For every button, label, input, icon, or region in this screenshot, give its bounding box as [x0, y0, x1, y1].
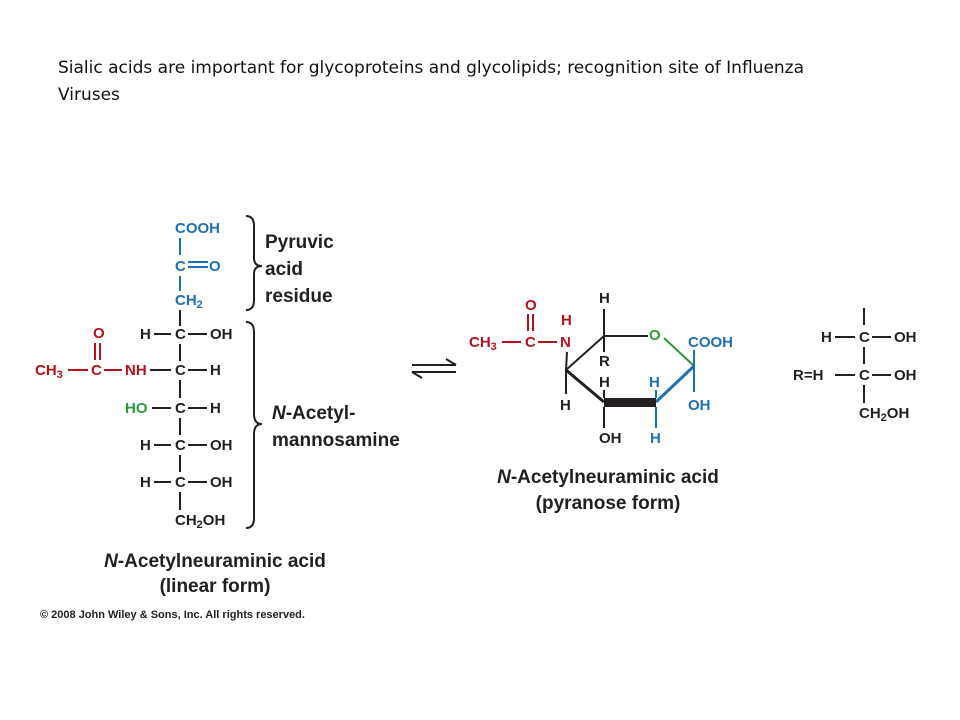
pyr-c4-oh: OH	[599, 430, 622, 447]
pyr-c5-h: H	[560, 397, 571, 414]
slide-caption: Sialic acids are important for glycoprot…	[58, 58, 805, 105]
pyr-c4-h: H	[599, 374, 610, 391]
nacetyl-brace	[245, 321, 263, 529]
pyranose-title: N-Acetylneuraminic acid	[497, 467, 719, 488]
linear-ch3: CH3	[35, 362, 63, 381]
rg-row1-oh: OH	[894, 329, 917, 346]
pyr-ring-c4-c5	[565, 368, 605, 404]
linear-row1-oh: OH	[210, 326, 233, 343]
linear-acetyl-o: O	[93, 325, 105, 342]
pyr-n: N	[560, 334, 571, 351]
linear-row5-c: C	[175, 474, 186, 491]
pyr-ring-bold-edge	[604, 398, 656, 407]
linear-keto-c: C	[175, 258, 186, 275]
rg-row2-c: C	[859, 367, 870, 384]
pyruvic-label-3: residue	[265, 286, 333, 307]
pyruvic-label-2: acid	[265, 259, 303, 280]
linear-row4-h: H	[140, 437, 151, 454]
pyr-nh-h: H	[561, 312, 572, 329]
pyr-ring-c2-c3	[654, 364, 696, 404]
copyright-notice: © 2008 John Wiley & Sons, Inc. All right…	[40, 609, 305, 621]
linear-row2-h: H	[210, 362, 221, 379]
linear-cooh: COOH	[175, 220, 220, 237]
r-group: H C OH R=H C OH CH2OH	[793, 308, 917, 424]
linear-row3-c: C	[175, 400, 186, 417]
linear-row1-h: H	[140, 326, 151, 343]
equilibrium-arrow-icon	[411, 358, 457, 379]
pyr-c2-oh: OH	[688, 397, 711, 414]
linear-row2-c: C	[175, 362, 186, 379]
pyr-cooh: COOH	[688, 334, 733, 351]
linear-keto-o: O	[209, 258, 221, 275]
pyranose-subtitle: (pyranose form)	[536, 493, 681, 514]
rg-row1-h: H	[821, 329, 832, 346]
rg-row1-c: C	[859, 329, 870, 346]
linear-row5-oh: OH	[210, 474, 233, 491]
pyr-c6-r: R	[599, 353, 610, 370]
pyr-ch3: CH3	[469, 334, 497, 353]
pyr-acetyl-c: C	[525, 334, 536, 351]
linear-row4-oh: OH	[210, 437, 233, 454]
linear-row1-c: C	[175, 326, 186, 343]
pyr-acetyl-o: O	[525, 297, 537, 314]
linear-nh: NH	[125, 362, 147, 379]
nacetyl-label-2: mannosamine	[272, 430, 400, 451]
linear-acetyl-c: C	[91, 362, 102, 379]
linear-row3-h: H	[210, 400, 221, 417]
pyr-ring-o: O	[649, 327, 661, 344]
linear-row5-h: H	[140, 474, 151, 491]
pyr-c3-h-bottom: H	[650, 430, 661, 447]
linear-ch2: CH2	[175, 292, 203, 311]
pyr-c6-h: H	[599, 290, 610, 307]
pyr-ring-c5-c6	[565, 335, 605, 371]
linear-row4-c: C	[175, 437, 186, 454]
rg-r-eq-h: R=H	[793, 367, 823, 384]
pyranose-form: O CH3 C H N O H R H OH H H H COOH	[469, 290, 733, 514]
pyr-ring-o-c2	[663, 337, 695, 367]
pyr-c3-h-top: H	[649, 374, 660, 391]
linear-row3-ho: HO	[125, 400, 148, 417]
linear-title: N-Acetylneuraminic acid	[104, 551, 326, 572]
rg-row2-oh: OH	[894, 367, 917, 384]
linear-ch2oh: CH2OH	[175, 512, 225, 531]
linear-subtitle: (linear form)	[160, 576, 271, 597]
pyruvic-brace	[245, 215, 263, 311]
pyruvic-label-1: Pyruvic	[265, 232, 334, 253]
nacetyl-label-1: N-Acetyl-	[272, 403, 355, 424]
linear-form: COOH C O CH2 H C OH O CH3 C NH C H HO	[35, 215, 400, 597]
rg-ch2oh: CH2OH	[859, 405, 909, 424]
pyr-bond-n-c5	[565, 351, 568, 371]
